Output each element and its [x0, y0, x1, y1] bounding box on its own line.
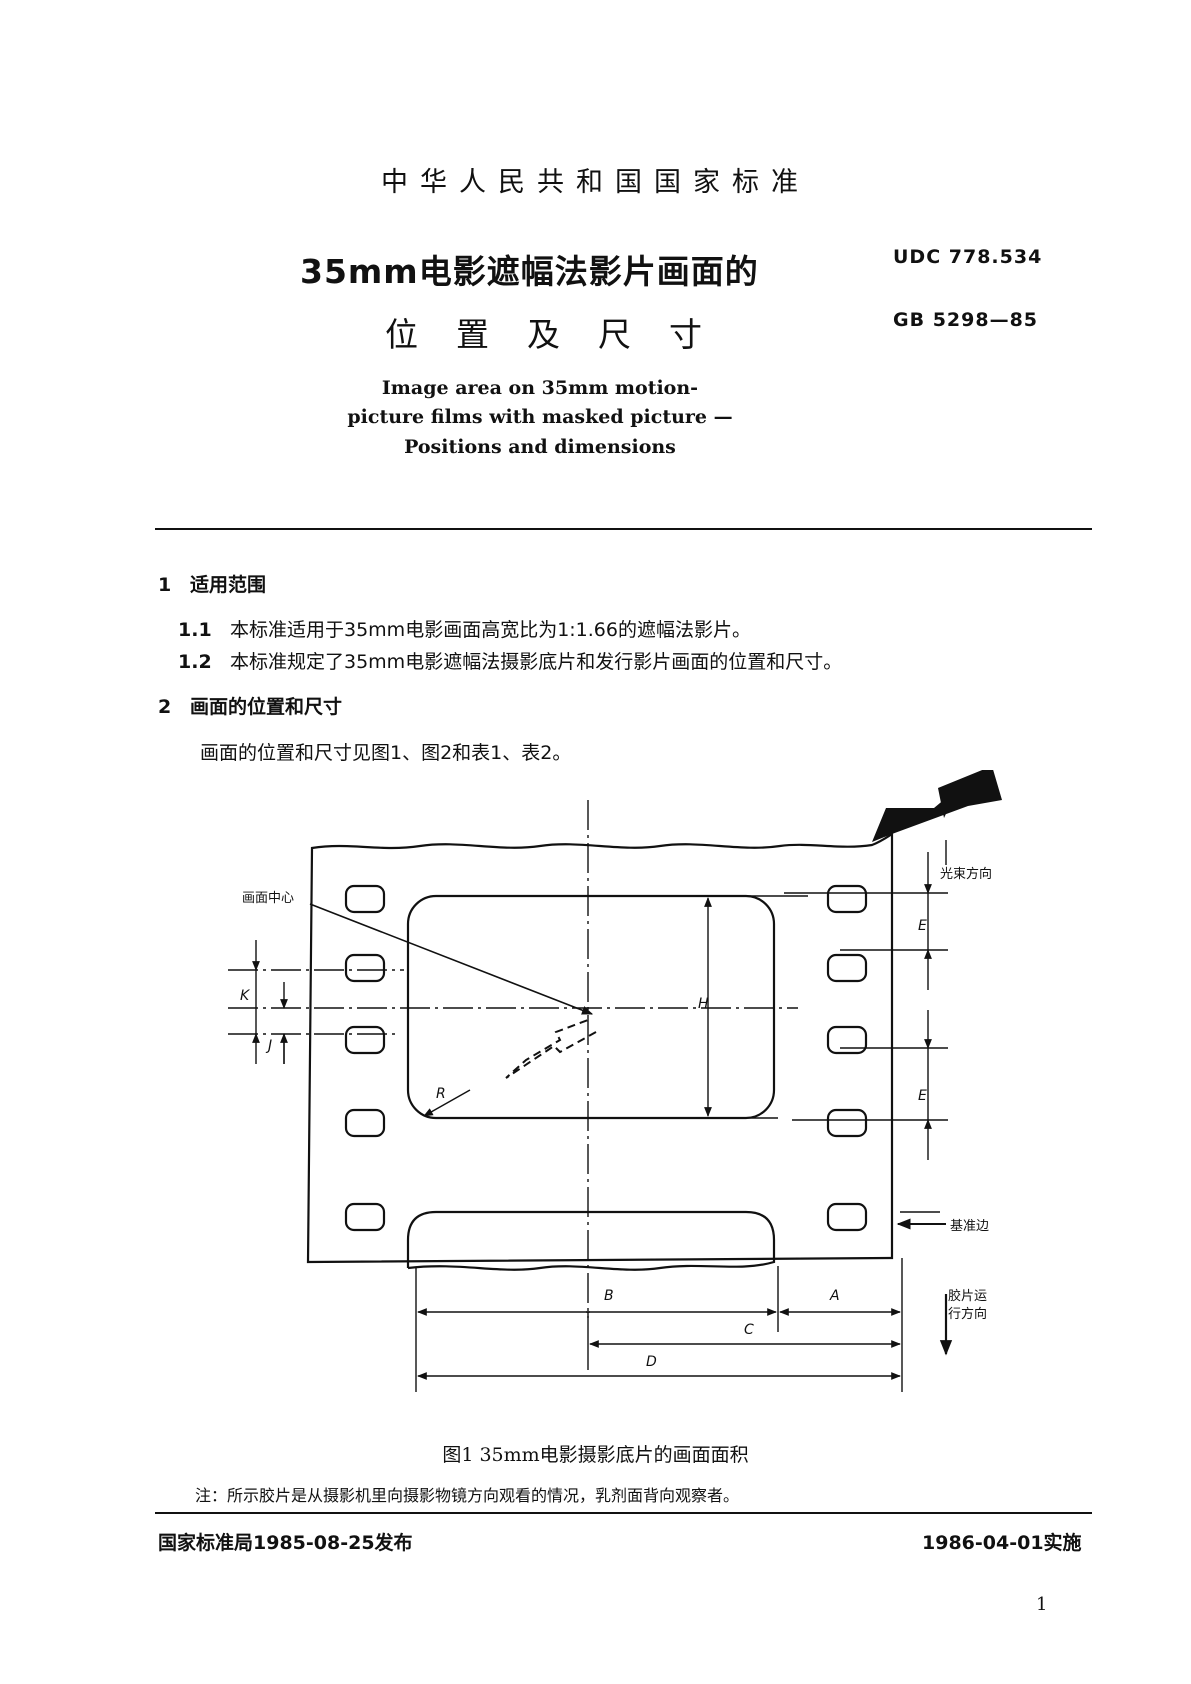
page-number: 1	[1036, 1594, 1048, 1615]
dashed-direction-arrow	[505, 1019, 597, 1079]
figure-caption: 图1 35mm电影摄影底片的画面面积	[442, 1444, 749, 1466]
perforation-left	[344, 1108, 386, 1138]
perforation-right	[826, 1202, 868, 1232]
label-light-direction: 光束方向	[940, 866, 992, 882]
bottom-divider	[155, 1512, 1092, 1514]
title-cn-line1: 35mm电影遮幅法影片画面的	[300, 252, 759, 291]
perforation-right	[826, 884, 868, 914]
perforation-left	[344, 1025, 386, 1055]
dim-label-A: A	[829, 1288, 840, 1304]
udc-number: UDC 778.534	[893, 246, 1043, 268]
film-strip-outline	[306, 831, 894, 1264]
clause-number: 1.1	[178, 619, 212, 641]
clause-1-1: 1.1 本标准适用于35mm电影画面高宽比为1:1.66的遮幅法影片。	[178, 615, 751, 642]
section-1-heading: 1 适用范围	[158, 570, 266, 597]
section-2-body: 画面的位置和尺寸见图1、图2和表1、表2。	[200, 742, 572, 764]
dim-label-R: R	[436, 1086, 446, 1102]
section-title: 画面的位置和尺寸	[190, 696, 343, 718]
effective-date: 1986-04-01实施	[922, 1532, 1082, 1554]
dim-label-D: D	[646, 1354, 657, 1370]
dim-label-E: E	[918, 918, 927, 934]
next-frame-top	[406, 1210, 776, 1271]
title-cn-line2: 位置及尺寸	[385, 315, 740, 354]
dim-label-J: J	[265, 1038, 272, 1054]
picture-area	[406, 894, 776, 1120]
section-number: 2	[158, 696, 172, 718]
section-title: 适用范围	[190, 574, 267, 596]
figure-note: 注：所示胶片是从摄影机里向摄影物镜方向观看的情况，乳剂面背向观察者。	[195, 1486, 740, 1505]
clause-text: 本标准适用于35mm电影画面高宽比为1:1.66的遮幅法影片。	[230, 619, 751, 641]
label-reference-edge: 基准边	[950, 1219, 989, 1234]
perforation-right	[826, 1108, 868, 1138]
perforation-right	[826, 953, 868, 983]
title-en-line1: Image area on 35mm motion-	[381, 377, 699, 399]
gb-number: GB 5298—85	[893, 309, 1039, 331]
standard-org-heading: 中华人民共和国国家标准	[381, 167, 810, 198]
dim-label-B: B	[604, 1288, 614, 1304]
title-en-line3: Positions and dimensions	[404, 436, 676, 458]
section-2-heading: 2 画面的位置和尺寸	[158, 692, 342, 719]
corner-mark	[872, 770, 1002, 842]
perforation-left	[344, 1202, 386, 1232]
perforation-right	[826, 1025, 868, 1055]
clause-1-2: 1.2 本标准规定了35mm电影遮幅法摄影底片和发行影片画面的位置和尺寸。	[178, 647, 842, 674]
dim-label-K: K	[240, 988, 251, 1004]
clause-text: 本标准规定了35mm电影遮幅法摄影底片和发行影片画面的位置和尺寸。	[230, 651, 843, 673]
dim-label-C: C	[744, 1322, 754, 1338]
film-frame-diagram: 画面中心 光束方向 基准边 胶片运 行方向 B A C D H E E K J …	[228, 770, 1002, 1392]
clause-number: 1.2	[178, 651, 212, 673]
dim-label-E: E	[918, 1088, 927, 1104]
perforation-left	[344, 953, 386, 983]
perforation-left	[344, 884, 386, 914]
label-film-travel-1: 胶片运	[948, 1288, 987, 1304]
section-number: 1	[158, 574, 172, 596]
top-divider	[155, 528, 1092, 530]
dim-label-H: H	[698, 996, 709, 1012]
label-film-travel-2: 行方向	[948, 1306, 987, 1322]
title-en-line2: picture films with masked picture —	[347, 406, 733, 428]
label-picture-center: 画面中心	[242, 891, 294, 906]
issued-date: 国家标准局1985-08-25发布	[158, 1532, 413, 1554]
